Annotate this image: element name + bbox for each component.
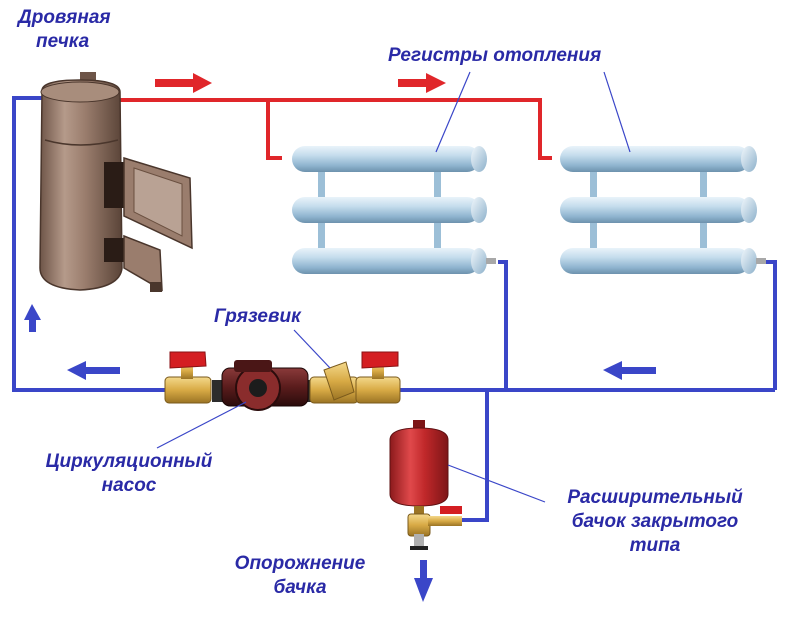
y-strainer-icon [309, 361, 359, 404]
expansion-tank-icon [389, 420, 462, 550]
stove-label-line1: Дровяная [18, 7, 111, 28]
callout-lines [156, 71, 631, 503]
flow-arrow-return-left [67, 361, 120, 380]
return-pipe [12, 96, 777, 522]
tank-label-line1: Расширительный [567, 487, 743, 508]
circulation-pump-icon [212, 360, 318, 411]
registers-label: Регистры отопления [388, 45, 602, 66]
wood-stove-icon [39, 72, 193, 292]
supply-pipe [118, 98, 552, 160]
ball-valve-icon [355, 351, 401, 404]
tank-label-line2: бачок закрытого [571, 511, 739, 532]
register-right [560, 146, 766, 274]
flow-arrow-supply-2 [398, 73, 446, 93]
flow-arrow-up [24, 304, 41, 332]
mud-trap-label: Грязевик [214, 306, 301, 327]
flow-arrow-return-right [603, 361, 656, 380]
tank-label-line3: типа [629, 535, 681, 556]
drain-label-line1: Опорожнение [234, 553, 366, 574]
drain-arrow [414, 560, 433, 602]
register-left [292, 146, 496, 274]
pump-label-line1: Циркуляционный [45, 451, 213, 472]
pump-label-line2: насос [101, 475, 157, 496]
pump-label: Циркуляционный насос [34, 450, 224, 498]
drain-label-line2: бачка [273, 577, 327, 598]
flow-arrow-supply-1 [155, 73, 212, 93]
drain-label: Опорожнение бачка [210, 552, 390, 600]
ball-valve-icon [164, 351, 212, 404]
tank-label: Расширительный бачок закрытого типа [530, 486, 780, 558]
stove-label-line2: печка [36, 31, 90, 52]
stove-label: Дровяная печка [18, 6, 111, 54]
